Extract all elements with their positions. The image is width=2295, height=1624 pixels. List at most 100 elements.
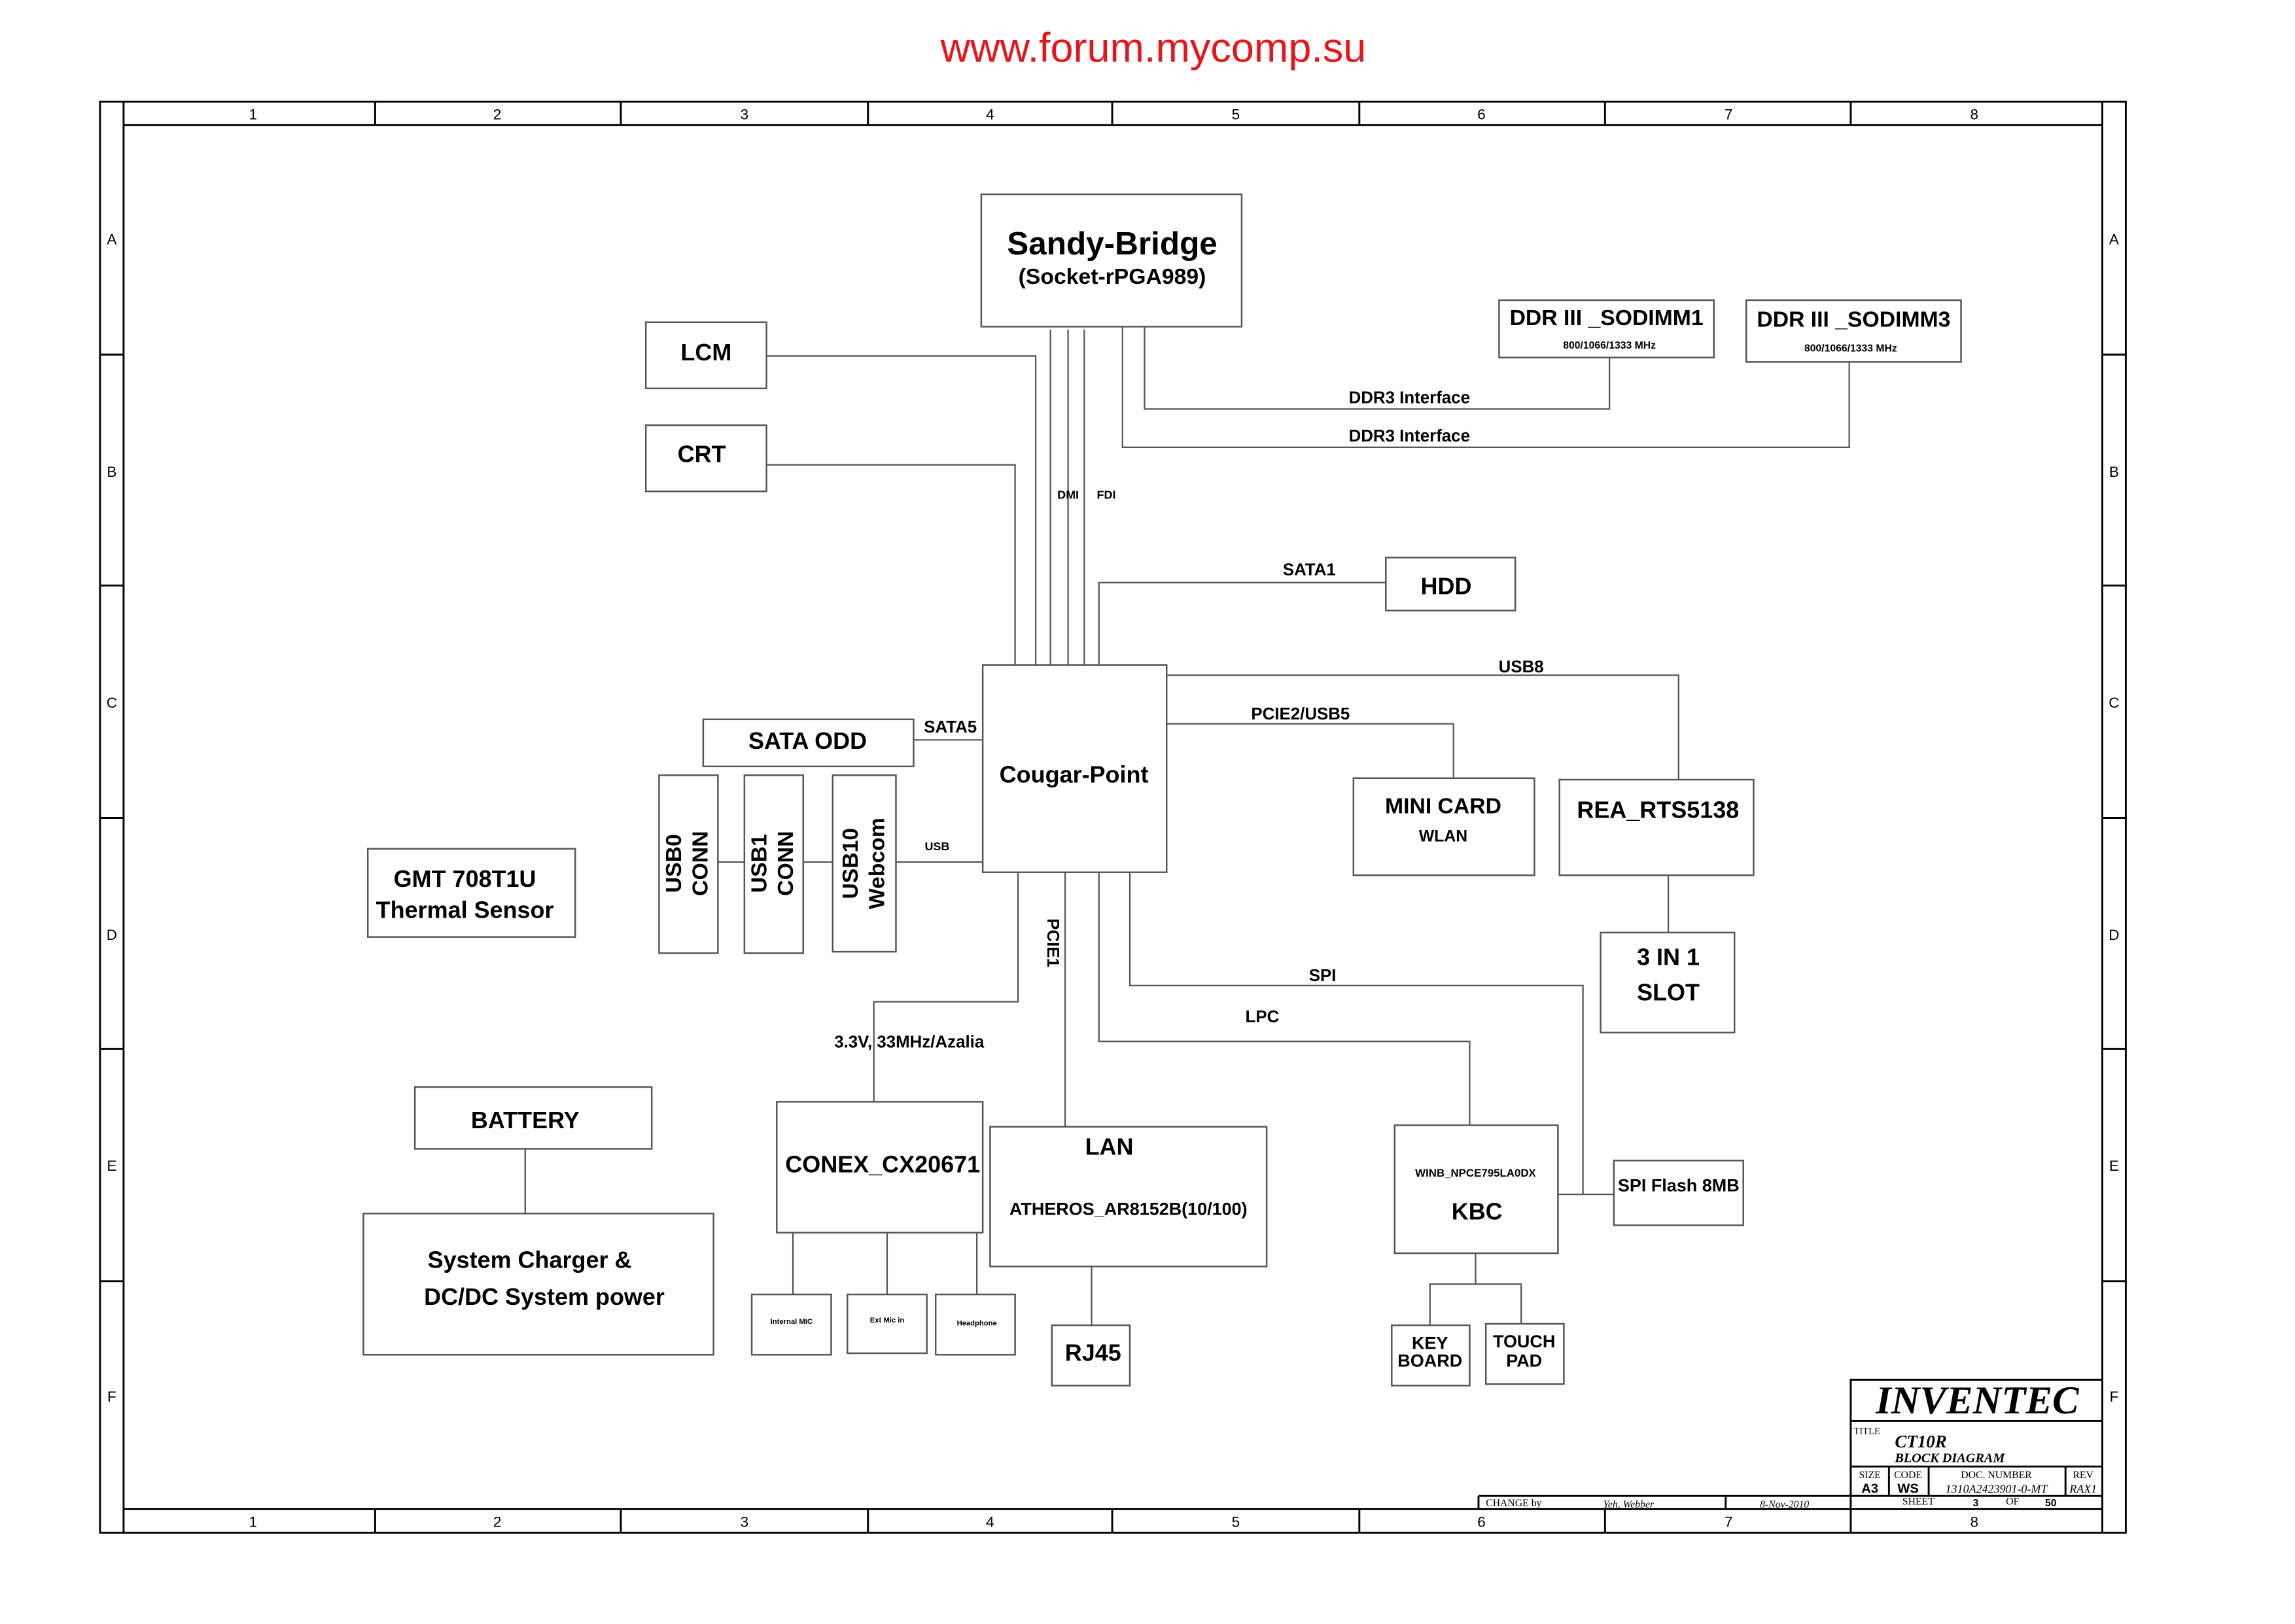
lcm-label: LCM bbox=[680, 339, 731, 366]
block-usb1-conn: USB1 CONN bbox=[743, 774, 805, 954]
bus-label-ddr3-b: DDR3 Interface bbox=[1349, 427, 1470, 445]
pch-label: Cougar-Point bbox=[1000, 761, 1149, 788]
column-label: 8 bbox=[1971, 106, 1979, 122]
bus-label-pcie2: PCIE2/USB5 bbox=[1251, 705, 1350, 723]
block-thermal-sensor: GMT 708T1U Thermal Sensor bbox=[366, 848, 576, 938]
sheet-total: 50 bbox=[2045, 1498, 2057, 1509]
row-label: C bbox=[2109, 695, 2119, 711]
column-label: 2 bbox=[493, 106, 502, 122]
change-date: 8-Nov-2010 bbox=[1760, 1499, 1809, 1510]
sheet-label: SHEET bbox=[1902, 1496, 1935, 1508]
company-logo: INVENTEC bbox=[1875, 1379, 2080, 1423]
bus-label-sata5: SATA5 bbox=[924, 718, 977, 736]
title-label: TITLE bbox=[1853, 1426, 1880, 1437]
doc-number-value: 1310A2423901-0-MT bbox=[1946, 1483, 2049, 1496]
title-block: INVENTEC TITLE CT10R BLOCK DIAGRAM SIZE … bbox=[1477, 1379, 2103, 1510]
row-label: B bbox=[107, 464, 116, 480]
bus-label-ddr3-a: DDR3 Interface bbox=[1349, 389, 1470, 407]
block-lan: LAN ATHEROS_AR8152B(10/100) bbox=[989, 1126, 1268, 1268]
connection-wires bbox=[524, 326, 1850, 1326]
block-battery: BATTERY bbox=[413, 1086, 653, 1150]
usb0-label: USB0 bbox=[661, 834, 686, 893]
block-kbc: WINB_NPCE795LA0DX KBC bbox=[1393, 1124, 1559, 1254]
column-label: 6 bbox=[1477, 1513, 1486, 1530]
rj45-label: RJ45 bbox=[1065, 1339, 1121, 1366]
row-label: D bbox=[107, 927, 117, 943]
usb1-conn-label: CONN bbox=[773, 831, 798, 896]
lan-label: LAN bbox=[1085, 1133, 1134, 1160]
bus-label-azalia: 3.3V, 33MHz/Azalia bbox=[834, 1033, 985, 1051]
headphone-label: Headphone bbox=[957, 1319, 997, 1327]
spi-flash-label: SPI Flash 8MB bbox=[1618, 1176, 1740, 1196]
document-title: BLOCK DIAGRAM bbox=[1894, 1451, 2005, 1465]
block-hdd: HDD bbox=[1385, 557, 1516, 612]
row-label: A bbox=[2109, 231, 2119, 247]
block-headphone: Headphone bbox=[934, 1293, 1016, 1356]
code-value: WS bbox=[1897, 1482, 1919, 1496]
sata-odd-label: SATA ODD bbox=[748, 727, 867, 754]
block-ddr-sodimm1: DDR III _SODIMM1 800/1066/1333 MHz bbox=[1498, 299, 1715, 358]
column-label: 5 bbox=[1232, 106, 1240, 122]
block-internal-mic: Internal MIC bbox=[750, 1293, 832, 1356]
card-reader-label: REA_RTS5138 bbox=[1577, 796, 1739, 823]
dcdc-label: DC/DC System power bbox=[424, 1283, 665, 1310]
block-keyboard: KEY BOARD bbox=[1391, 1324, 1471, 1387]
usb0-conn-label: CONN bbox=[688, 831, 713, 896]
column-label: 8 bbox=[1971, 1513, 1979, 1530]
block-usb10-webcam: USB10 Webcom bbox=[832, 774, 897, 953]
block-pch: Cougar-Point bbox=[981, 664, 1168, 873]
codec-label: CONEX_CX20671 bbox=[785, 1150, 980, 1177]
cpu-socket-label: (Socket-rPGA989) bbox=[1019, 264, 1206, 289]
change-by-label: CHANGE by bbox=[1486, 1498, 1541, 1509]
lan-chip-label: ATHEROS_AR8152B(10/100) bbox=[1009, 1200, 1248, 1219]
row-label: F bbox=[107, 1389, 116, 1405]
bus-label-usb8: USB8 bbox=[1499, 658, 1544, 676]
block-mini-card: MINI CARD WLAN bbox=[1352, 777, 1535, 876]
block-system-charger: System Charger & DC/DC System power bbox=[362, 1213, 714, 1356]
drawing-frame: 1 2 3 4 5 6 7 8 1 2 3 4 5 6 7 8 A B C D … bbox=[99, 100, 2127, 1534]
slot-label-2: SLOT bbox=[1637, 978, 1700, 1005]
thermal-chip-label: GMT 708T1U bbox=[394, 865, 536, 892]
watermark: www.forum.mycomp.su bbox=[940, 26, 1367, 71]
row-label: E bbox=[2109, 1158, 2119, 1174]
row-label: A bbox=[107, 231, 116, 247]
kbc-label: KBC bbox=[1452, 1198, 1503, 1224]
column-label: 3 bbox=[741, 106, 749, 122]
hdd-label: HDD bbox=[1421, 573, 1472, 600]
battery-label: BATTERY bbox=[471, 1107, 580, 1133]
column-label: 5 bbox=[1232, 1513, 1240, 1530]
bus-label-spi: SPI bbox=[1309, 967, 1337, 985]
row-label: C bbox=[107, 695, 117, 711]
internal-mic-label: Internal MIC bbox=[771, 1318, 813, 1326]
block-ddr-sodimm3: DDR III _SODIMM3 800/1066/1333 MHz bbox=[1745, 299, 1962, 363]
block-sata-odd: SATA ODD bbox=[702, 718, 915, 768]
block-crt: CRT bbox=[644, 424, 767, 492]
bus-label-sata1: SATA1 bbox=[1283, 561, 1336, 579]
column-label: 6 bbox=[1477, 106, 1486, 122]
column-label: 1 bbox=[249, 1513, 258, 1530]
changed-by: Yeh, Webber bbox=[1603, 1499, 1655, 1510]
of-label: OF bbox=[2006, 1496, 2019, 1508]
column-label: 3 bbox=[741, 1513, 749, 1530]
block-cpu: Sandy-Bridge (Socket-rPGA989) bbox=[980, 193, 1243, 328]
ext-mic-label: Ext Mic in bbox=[870, 1317, 905, 1324]
block-ext-mic: Ext Mic in bbox=[847, 1293, 928, 1355]
rev-label: REV bbox=[2073, 1470, 2094, 1481]
ddr3-speed: 800/1066/1333 MHz bbox=[1804, 343, 1897, 354]
usb1-label: USB1 bbox=[747, 834, 772, 893]
size-label: SIZE bbox=[1859, 1470, 1881, 1481]
column-label: 4 bbox=[986, 106, 994, 122]
row-label: D bbox=[2109, 927, 2119, 943]
block-rj45: RJ45 bbox=[1051, 1324, 1131, 1387]
row-label: F bbox=[2110, 1389, 2119, 1405]
block-usb0-conn: USB0 CONN bbox=[658, 774, 719, 954]
block-touchpad: TOUCH PAD bbox=[1484, 1322, 1565, 1385]
wlan-label: WLAN bbox=[1419, 827, 1467, 845]
block-lcm: LCM bbox=[644, 321, 767, 390]
sheet-number: 3 bbox=[1973, 1498, 1979, 1509]
block-3in1-slot: 3 IN 1 SLOT bbox=[1600, 931, 1736, 1034]
code-label: CODE bbox=[1894, 1470, 1922, 1481]
bus-label-usb: USB bbox=[924, 840, 949, 853]
bus-label-pcie1: PCIE1 bbox=[1043, 918, 1062, 967]
